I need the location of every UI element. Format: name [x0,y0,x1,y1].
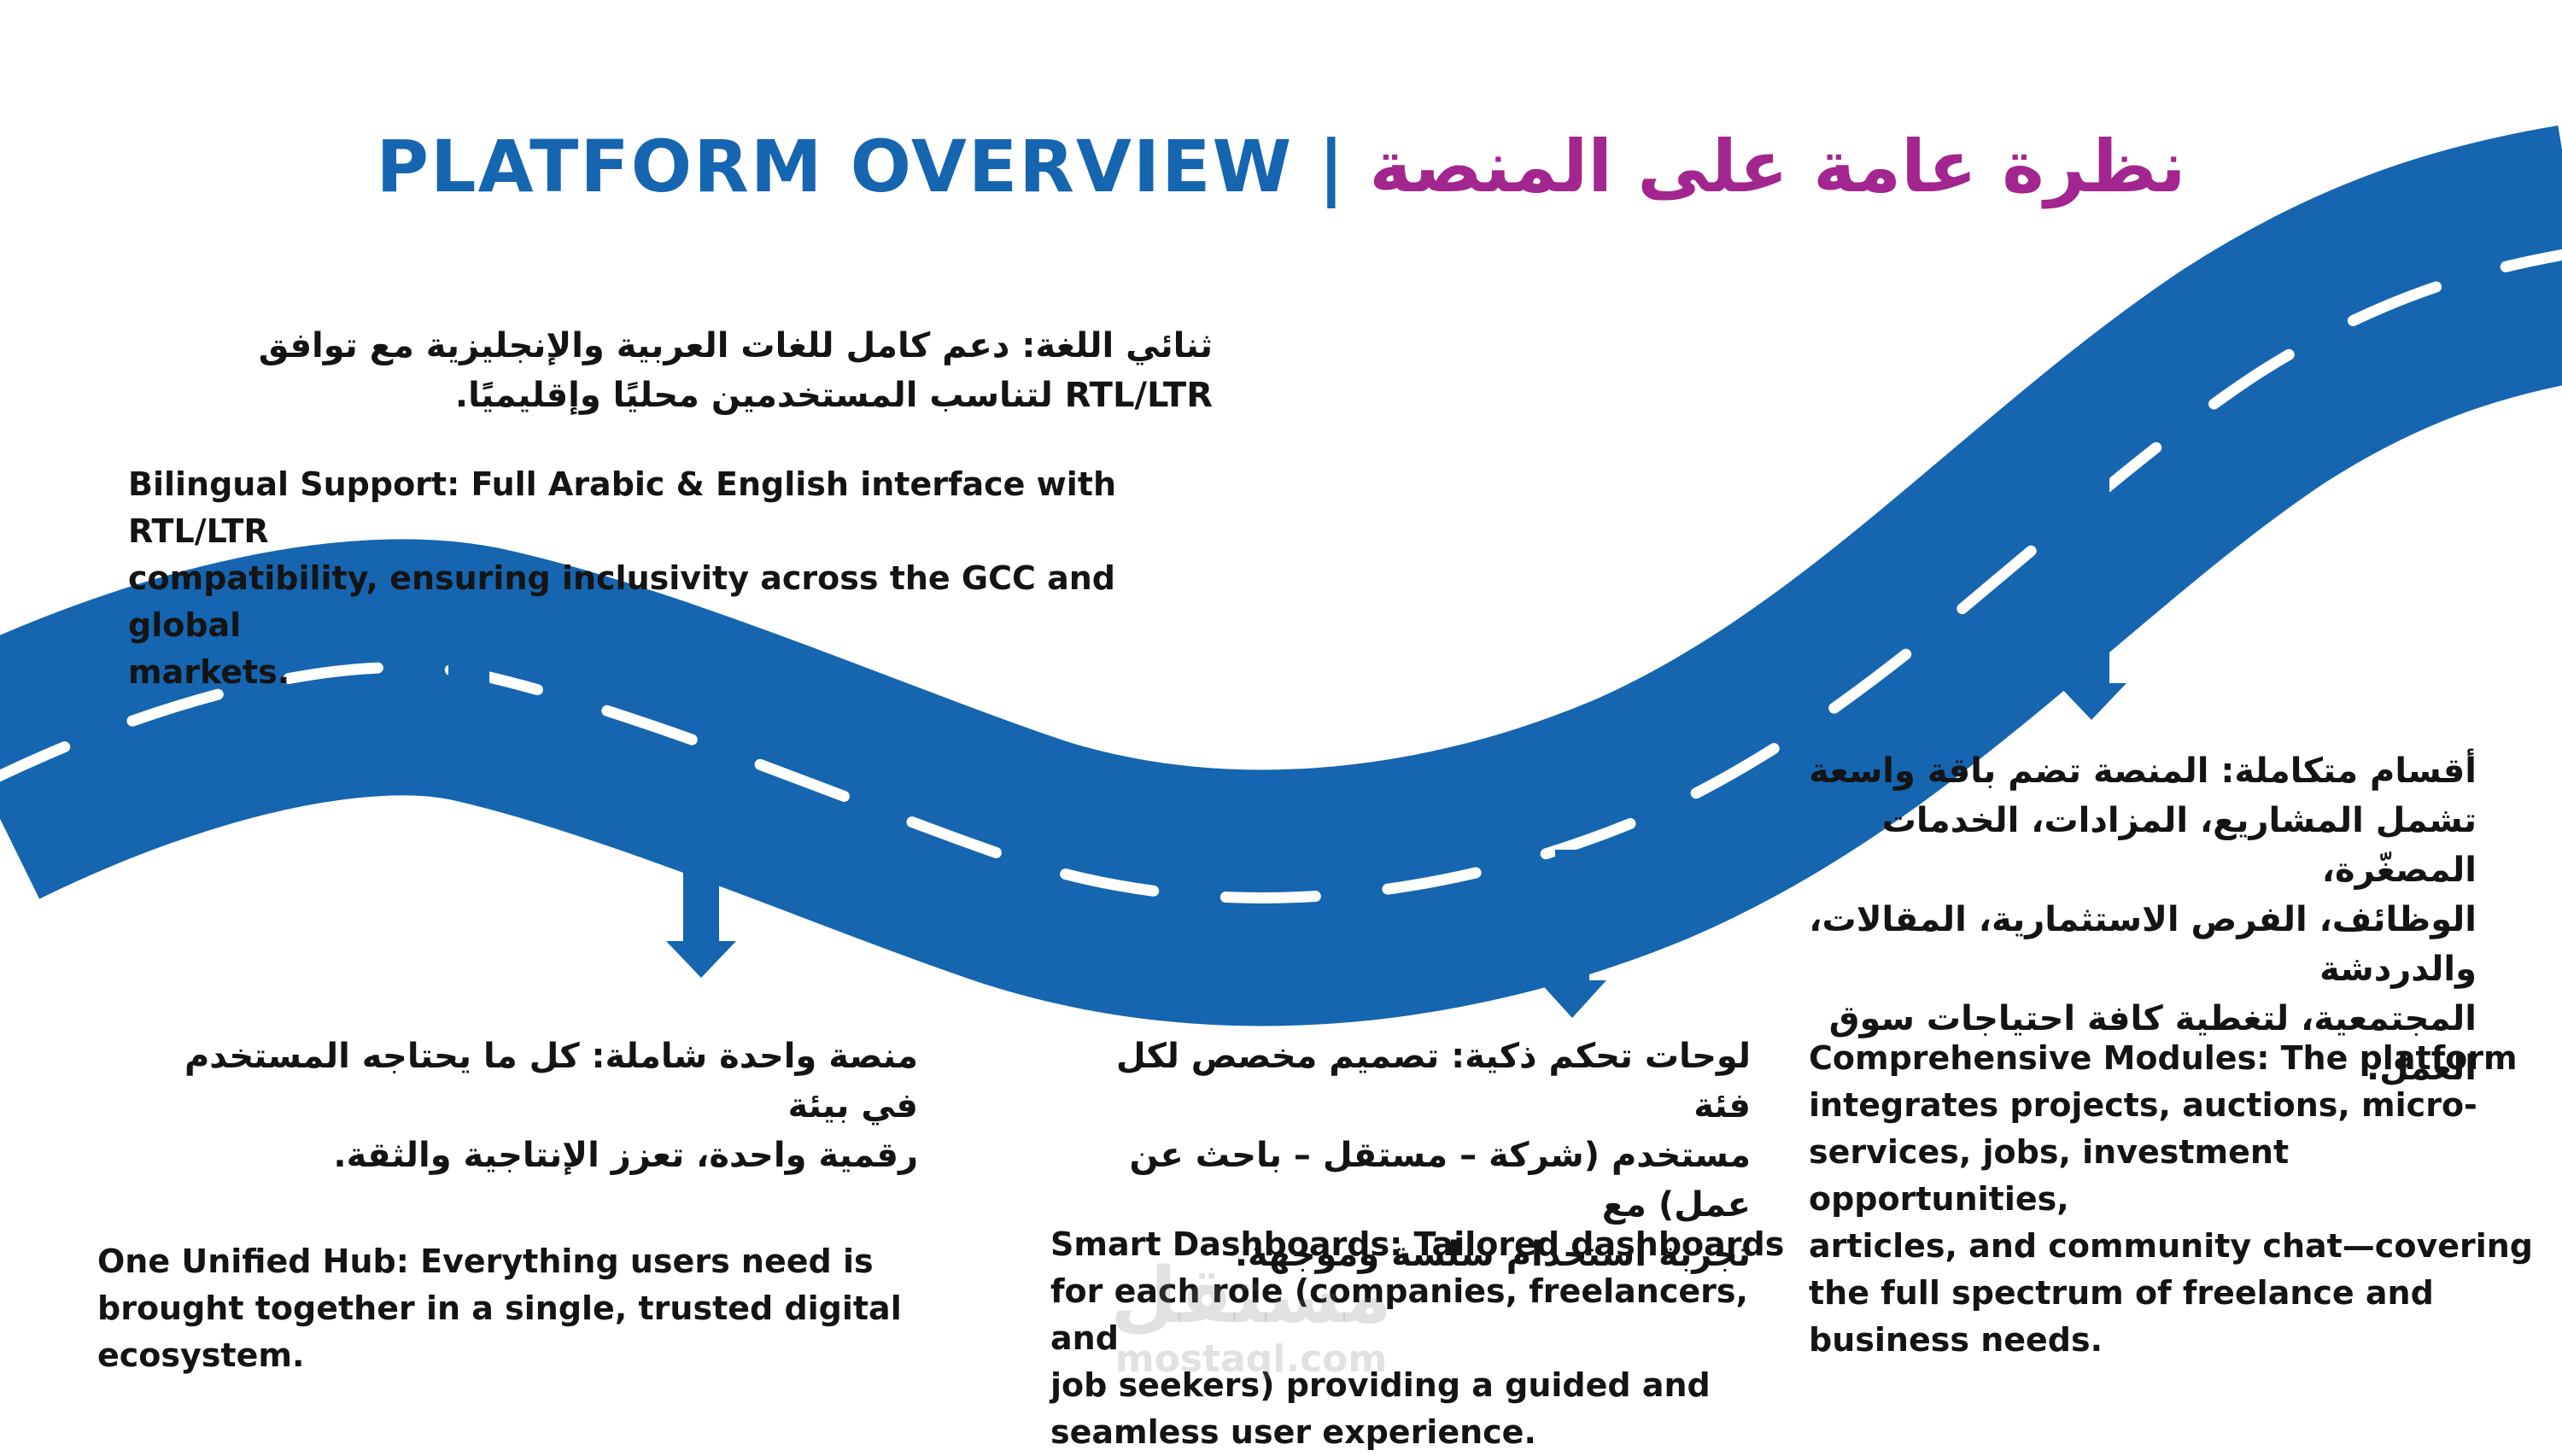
bilingual-arabic: ثنائي اللغة: دعم كامل للغات العربية والإ… [256,321,1213,420]
title-arabic: نظرة عامة على المنصة [1369,125,2186,208]
title-english: PLATFORM OVERVIEW [376,125,1294,208]
modules-arabic: أقسام متكاملة: المنصة تضم باقة واسعة تشم… [1776,746,2477,1093]
unified-hub-english-line: brought together in a single, trusted di… [97,1289,902,1327]
unified-hub-arabic-line: منصة واحدة شاملة: كل ما يحتاجه المستخدم … [184,1037,918,1126]
smart-dashboards-english: Smart Dashboards: Tailored dashboards fo… [1050,1221,1802,1456]
modules-english-line: services, jobs, investment opportunities… [1809,1133,2290,1218]
modules-arabic-line: تشمل المشاريع، المزادات، الخدمات المصغّر… [1881,801,2477,890]
page-title: PLATFORM OVERVIEW | نظرة عامة على المنصة [0,120,2562,213]
smart-dashboards-arabic-line: تجربة استخدام سلسة وموجهة. [1234,1235,1751,1274]
modules-arabic-line: المجتمعية، لتغطية كافة احتياجات سوق العم… [1828,999,2477,1088]
unified-hub-english: One Unified Hub: Everything users need i… [97,1238,917,1379]
bilingual-arabic-line: ثنائي اللغة: دعم كامل للغات العربية والإ… [258,326,1213,365]
modules-english-line: business needs. [1809,1321,2103,1359]
modules-english-line: articles, and community chat—covering [1809,1227,2534,1265]
modules-arabic-line: أقسام متكاملة: المنصة تضم باقة واسعة [1809,751,2477,791]
modules-english: Comprehensive Modules: The platform inte… [1809,1035,2552,1364]
unified-hub-english-line: One Unified Hub: Everything users need i… [97,1243,874,1280]
smart-dashboards-english-line: seamless user experience. [1050,1413,1536,1451]
arrow-icon [666,862,736,978]
road-center-dashes [0,249,2562,903]
modules-english-line: the full spectrum of freelance and [1809,1274,2434,1312]
arrow-icon [1538,850,1606,1018]
smart-dashboards-english-line: Smart Dashboards: Tailored dashboards [1050,1225,1785,1263]
modules-arabic-line: الوظائف، الفرص الاستثمارية، المقالات، وا… [1809,900,2477,989]
unified-hub-arabic: منصة واحدة شاملة: كل ما يحتاجه المستخدم … [120,1032,918,1180]
title-separator: | [1318,125,1345,208]
smart-dashboards-arabic-line: لوحات تحكم ذكية: تصميم مخصص لكل فئة [1115,1037,1751,1126]
bilingual-english-line: markets. [128,653,290,691]
bilingual-arabic-line: RTL/LTR لتناسب المستخدمين محليًا وإقليمي… [454,376,1213,415]
arrow-icon [434,611,504,690]
modules-english-line: integrates projects, auctions, micro- [1809,1086,2477,1124]
bilingual-english-line: compatibility, ensuring inclusivity acro… [128,559,1116,644]
smart-dashboards-english-line: job seekers) providing a guided and [1050,1366,1711,1404]
smart-dashboards-arabic: لوحات تحكم ذكية: تصميم مخصص لكل فئة مستخ… [1059,1032,1751,1279]
smart-dashboards-english-line: for each role (companies, freelancers, a… [1050,1272,1748,1357]
smart-dashboards-arabic-line: مستخدم (شركة – مستقل – باحث عن عمل) مع [1129,1136,1751,1225]
bilingual-english-line: Bilingual Support: Full Arabic & English… [128,465,1117,550]
bilingual-english: Bilingual Support: Full Arabic & English… [128,461,1238,696]
unified-hub-english-line: ecosystem. [97,1336,305,1374]
arrow-icon [2056,478,2126,720]
modules-english-line: Comprehensive Modules: The platform [1809,1039,2518,1077]
unified-hub-arabic-line: رقمية واحدة، تعزز الإنتاجية والثقة. [333,1136,918,1175]
